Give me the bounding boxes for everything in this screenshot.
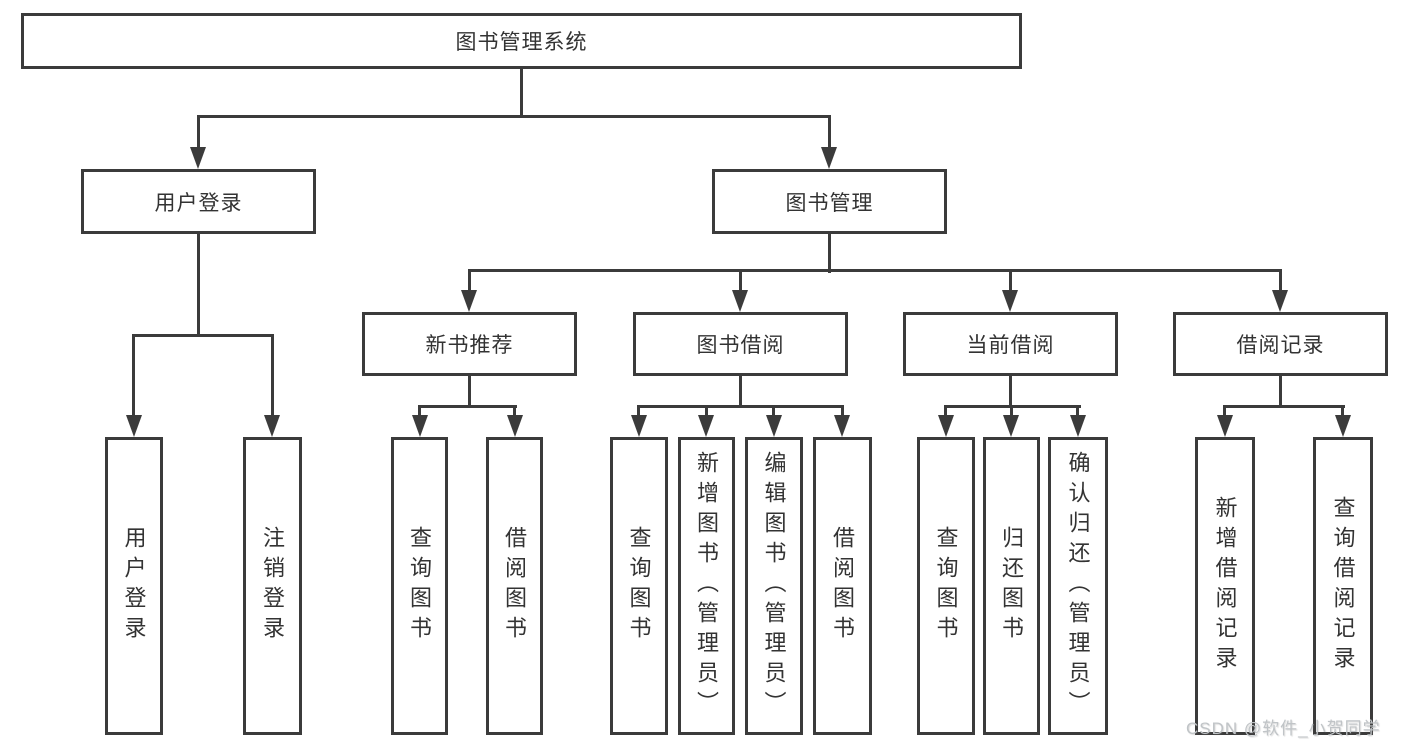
arrowhead-nb-query bbox=[412, 415, 428, 437]
leaf-bb-edit-book-admin: 编辑图书（管理员） bbox=[745, 437, 803, 735]
arrowhead-cb-confirm bbox=[1070, 415, 1086, 437]
node-root: 图书管理系统 bbox=[21, 13, 1022, 69]
edge-to-current bbox=[1009, 269, 1012, 292]
edge-to-br-add bbox=[1223, 405, 1226, 418]
arrowhead-current bbox=[1002, 290, 1018, 312]
edge-to-leaf-login bbox=[132, 334, 135, 419]
leaf-bb-query-book: 查询图书 bbox=[610, 437, 668, 735]
edge-book-mgmt-stem bbox=[828, 234, 831, 273]
edge-to-cb-return bbox=[1010, 405, 1013, 418]
leaf-br-query-record: 查询借阅记录 bbox=[1313, 437, 1373, 735]
edge-borrowing-stem bbox=[739, 376, 742, 408]
arrowhead-leaf-login bbox=[126, 415, 142, 437]
edge-to-bb-add bbox=[705, 405, 708, 418]
edge-to-cb-query bbox=[944, 405, 947, 418]
edge-user-login-stem bbox=[197, 234, 200, 337]
node-user-login: 用户登录 bbox=[81, 169, 316, 234]
edge-to-cb-confirm bbox=[1076, 405, 1079, 418]
leaf-nb-borrow-book: 借阅图书 bbox=[486, 437, 543, 735]
edge-borrowing-split bbox=[637, 405, 844, 408]
arrowhead-br-add bbox=[1217, 415, 1233, 437]
arrowhead-br-query bbox=[1335, 415, 1351, 437]
edge-root-stem bbox=[520, 69, 523, 117]
node-book-mgmt: 图书管理 bbox=[712, 169, 947, 234]
arrowhead-bb-edit bbox=[766, 415, 782, 437]
edge-to-new-book bbox=[468, 269, 471, 292]
node-new-book: 新书推荐 bbox=[362, 312, 577, 376]
edge-to-bb-query bbox=[637, 405, 640, 418]
edge-records-stem bbox=[1279, 376, 1282, 408]
arrowhead-bb-query bbox=[631, 415, 647, 437]
leaf-cb-confirm-return-admin: 确认归还（管理员） bbox=[1048, 437, 1108, 735]
arrowhead-user-login bbox=[190, 147, 206, 169]
edge-to-leaf-logout bbox=[271, 334, 274, 419]
arrowhead-nb-borrow bbox=[507, 415, 523, 437]
edge-to-book-mgmt bbox=[828, 115, 831, 151]
leaf-cb-query-book: 查询图书 bbox=[917, 437, 975, 735]
leaf-nb-query-book: 查询图书 bbox=[391, 437, 448, 735]
edge-to-records bbox=[1279, 269, 1282, 292]
edge-records-split bbox=[1223, 405, 1345, 408]
edge-to-bb-borrow bbox=[841, 405, 844, 418]
edge-current-stem bbox=[1009, 376, 1012, 408]
edge-to-bb-edit bbox=[772, 405, 775, 418]
edge-to-br-query bbox=[1341, 405, 1344, 418]
arrowhead-new-book bbox=[461, 290, 477, 312]
edge-to-user-login bbox=[197, 115, 200, 151]
arrowhead-cb-query bbox=[938, 415, 954, 437]
arrowhead-cb-return bbox=[1003, 415, 1019, 437]
arrowhead-book-mgmt bbox=[821, 147, 837, 169]
edge-book-mgmt-split bbox=[468, 269, 1282, 272]
leaf-bb-add-book-admin: 新增图书（管理员） bbox=[678, 437, 735, 735]
arrowhead-borrowing bbox=[732, 290, 748, 312]
edge-new-book-stem bbox=[468, 376, 471, 408]
edge-new-book-split bbox=[418, 405, 517, 408]
node-records: 借阅记录 bbox=[1173, 312, 1388, 376]
arrowhead-leaf-logout bbox=[264, 415, 280, 437]
leaf-logout: 注销登录 bbox=[243, 437, 302, 735]
arrowhead-records bbox=[1272, 290, 1288, 312]
leaf-user-login: 用户登录 bbox=[105, 437, 163, 735]
edge-to-nb-query bbox=[418, 405, 421, 418]
edge-to-borrowing bbox=[739, 269, 742, 292]
leaf-cb-return-book: 归还图书 bbox=[983, 437, 1040, 735]
edge-root-split bbox=[197, 115, 831, 118]
edge-to-nb-borrow bbox=[513, 405, 516, 418]
leaf-bb-borrow-book: 借阅图书 bbox=[813, 437, 872, 735]
node-borrowing: 图书借阅 bbox=[633, 312, 848, 376]
csdn-watermark: CSDN @软件_小贺同学 bbox=[1186, 719, 1381, 738]
edge-user-login-split bbox=[132, 334, 274, 337]
node-current: 当前借阅 bbox=[903, 312, 1118, 376]
leaf-br-add-record: 新增借阅记录 bbox=[1195, 437, 1255, 735]
arrowhead-bb-borrow bbox=[834, 415, 850, 437]
arrowhead-bb-add bbox=[698, 415, 714, 437]
